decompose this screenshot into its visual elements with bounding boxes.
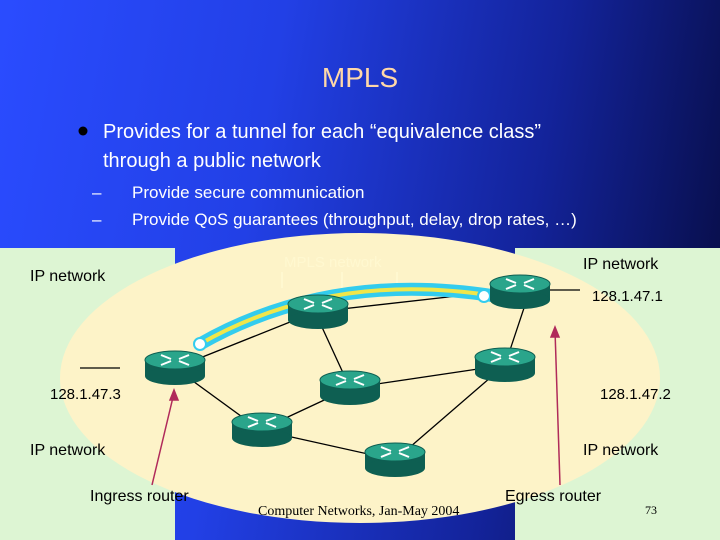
footer-text: Computer Networks, Jan-May 2004 [258,504,460,519]
router-icon [474,347,536,383]
ip-network-label-bottom-right: IP network [583,442,659,459]
sub-bullet-dash: – [92,210,102,229]
address-label-right: 128.1.47.2 [600,386,671,403]
sub-bullet-2: Provide QoS guarantees (throughput, dela… [132,210,577,229]
sub-bullet-dash: – [92,183,102,202]
sub-bullet-1: Provide secure communication [132,183,365,202]
egress-router-icon [489,274,551,310]
bullet-dot-icon [78,126,88,136]
ip-network-label-top-left: IP network [30,268,106,285]
router-pointers [151,324,561,486]
address-label-egress: 128.1.47.1 [592,288,663,305]
address-label-ingress: 128.1.47.3 [50,386,121,403]
tunnel-endpoint [193,337,207,351]
bullet-text-line2: through a public network [103,150,321,172]
arrow-head-icon [549,324,561,338]
router-icon [287,294,349,330]
ingress-router-label: Ingress router [90,488,189,505]
link [394,364,506,461]
slide-title: MPLS [321,62,399,93]
router-icon [231,412,293,448]
page-number: 73 [645,503,657,517]
arrow-head-icon [168,387,180,401]
egress-router-label: Egress router [505,488,602,505]
ingress-router-icon [144,350,206,386]
ip-network-label-bottom-left: IP network [30,442,106,459]
bullet-text-line1: Provides for a tunnel for each “equivale… [103,121,542,143]
tunnel-inner [199,287,496,346]
router-icon [364,442,426,478]
tunnel-endpoint [477,289,491,303]
ip-network-label-top-right: IP network [583,256,659,273]
egress-pointer-line [554,329,561,486]
mpls-network-label: MPLS network [284,254,382,271]
ingress-pointer-line [151,392,175,486]
router-icon [319,370,381,406]
